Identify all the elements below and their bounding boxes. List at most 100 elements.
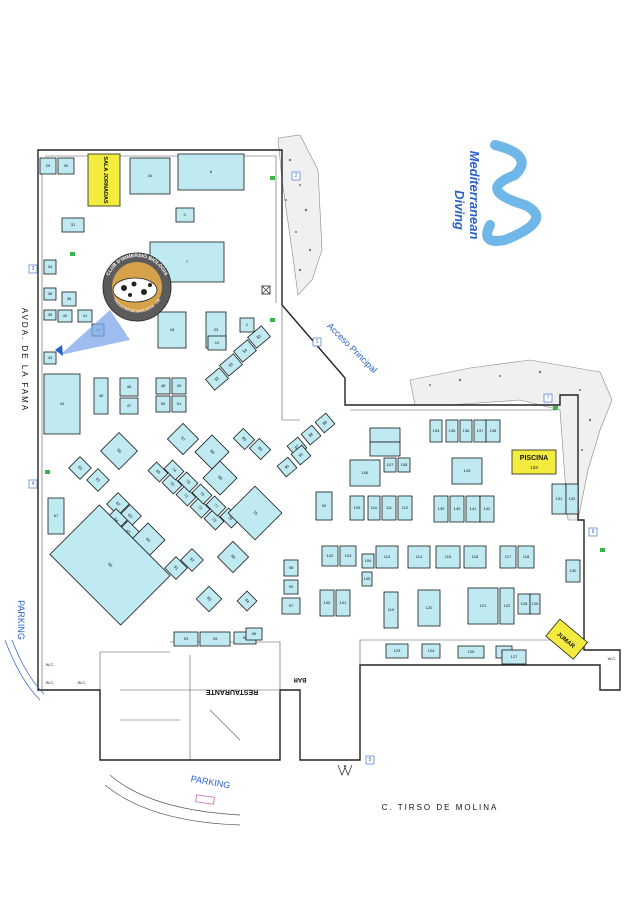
- booth[interactable]: 91: [290, 444, 312, 466]
- booth[interactable]: 108: [397, 457, 411, 473]
- booth[interactable]: 67: [47, 497, 65, 535]
- booth[interactable]: 40: [57, 309, 73, 323]
- booth[interactable]: 68: [49, 504, 171, 626]
- booth[interactable]: 140: [449, 495, 465, 523]
- booth[interactable]: 48: [155, 377, 171, 395]
- booth[interactable]: 90: [276, 456, 298, 478]
- booth[interactable]: 139: [433, 495, 449, 523]
- booth[interactable]: 134: [429, 419, 443, 443]
- booth[interactable]: 51: [171, 395, 187, 413]
- booth[interactable]: 138: [485, 419, 501, 443]
- booth[interactable]: 111: [381, 495, 397, 521]
- booth[interactable]: 86: [248, 437, 272, 461]
- booth[interactable]: C: [175, 207, 195, 223]
- booth[interactable]: 141: [465, 495, 481, 523]
- booth[interactable]: 85: [232, 427, 256, 451]
- booth[interactable]: [369, 427, 401, 443]
- booth[interactable]: 70: [161, 473, 183, 495]
- booth[interactable]: 100: [319, 589, 335, 617]
- booth[interactable]: [369, 441, 401, 457]
- booth[interactable]: 34: [129, 157, 171, 195]
- booth[interactable]: 46: [119, 377, 139, 397]
- booth[interactable]: 104: [361, 553, 375, 569]
- booth[interactable]: 124: [421, 643, 441, 659]
- booth[interactable]: 57: [166, 422, 200, 456]
- booth[interactable]: 34: [43, 259, 57, 275]
- booth[interactable]: 127: [501, 649, 527, 665]
- booth[interactable]: 89: [314, 412, 336, 434]
- booth[interactable]: 81: [164, 556, 188, 580]
- booth[interactable]: 123: [385, 643, 409, 659]
- booth[interactable]: 80: [216, 540, 250, 574]
- booth[interactable]: 105: [361, 571, 373, 587]
- booth[interactable]: 113: [375, 545, 399, 569]
- booth[interactable]: 120: [417, 589, 441, 627]
- booth[interactable]: 94: [199, 631, 231, 647]
- booth[interactable]: 38: [61, 291, 77, 307]
- booth[interactable]: 98: [283, 559, 299, 577]
- booth[interactable]: 99: [283, 579, 299, 595]
- booth[interactable]: 76: [191, 483, 213, 505]
- booth[interactable]: 75: [177, 471, 199, 493]
- booth[interactable]: 114: [407, 545, 431, 569]
- booth[interactable]: 122: [499, 587, 515, 625]
- booth[interactable]: 59: [202, 460, 238, 496]
- booth[interactable]: 82: [180, 548, 204, 572]
- booth[interactable]: 116: [463, 545, 487, 569]
- booth[interactable]: 143: [451, 457, 483, 485]
- booth[interactable]: 96: [245, 627, 263, 641]
- booth[interactable]: 36: [43, 287, 57, 301]
- booth[interactable]: 74: [163, 459, 185, 481]
- booth[interactable]: 110: [367, 495, 381, 521]
- booth[interactable]: 50: [155, 395, 171, 413]
- booth[interactable]: 56: [100, 432, 138, 470]
- booth[interactable]: 72: [189, 497, 211, 519]
- booth[interactable]: 71: [175, 485, 197, 507]
- booth[interactable]: 39: [43, 309, 57, 321]
- booth[interactable]: 106: [349, 459, 381, 487]
- booth[interactable]: 49: [171, 377, 187, 395]
- booth[interactable]: 137: [473, 419, 487, 443]
- booth[interactable]: 107: [383, 457, 397, 473]
- booth[interactable]: 115: [435, 545, 461, 569]
- booth[interactable]: 131: [551, 483, 567, 515]
- booth[interactable]: 43: [43, 351, 57, 365]
- booth[interactable]: 83: [195, 585, 223, 613]
- booth[interactable]: 79: [227, 485, 283, 541]
- booth[interactable]: 60: [68, 456, 92, 480]
- booth[interactable]: 18: [157, 311, 187, 349]
- booth[interactable]: 54: [233, 339, 257, 363]
- booth[interactable]: 125: [457, 645, 485, 659]
- booth[interactable]: 130: [565, 559, 581, 583]
- booth[interactable]: 44: [43, 373, 81, 435]
- booth[interactable]: 6: [177, 153, 245, 191]
- booth[interactable]: 142: [479, 495, 495, 523]
- booth[interactable]: 53: [219, 353, 243, 377]
- booth[interactable]: 29: [39, 157, 57, 175]
- booth[interactable]: 52: [205, 367, 229, 391]
- booth[interactable]: 117: [499, 545, 517, 569]
- booth[interactable]: 132: [565, 483, 579, 515]
- booth[interactable]: 73: [203, 509, 225, 531]
- booth[interactable]: 45: [93, 377, 109, 415]
- booth[interactable]: 103: [339, 545, 357, 567]
- booth[interactable]: 84: [236, 590, 258, 612]
- booth[interactable]: 135: [445, 419, 459, 443]
- booth[interactable]: 88: [300, 424, 322, 446]
- booth[interactable]: 31: [61, 217, 85, 233]
- booth[interactable]: 109: [349, 495, 365, 521]
- booth[interactable]: 61: [86, 468, 110, 492]
- booth[interactable]: 92: [315, 491, 333, 521]
- booth[interactable]: 77: [205, 495, 227, 517]
- booth[interactable]: 102: [321, 545, 339, 567]
- booth[interactable]: 41: [77, 309, 93, 323]
- booth[interactable]: 112: [397, 495, 413, 521]
- booth[interactable]: 58: [194, 434, 230, 470]
- booth[interactable]: 136: [459, 419, 473, 443]
- booth[interactable]: 129: [529, 593, 541, 615]
- booth[interactable]: 62: [106, 492, 130, 516]
- booth[interactable]: 121: [467, 587, 499, 625]
- booth[interactable]: 47: [119, 397, 139, 415]
- booth[interactable]: 118: [517, 545, 535, 569]
- booth[interactable]: 128: [517, 593, 531, 615]
